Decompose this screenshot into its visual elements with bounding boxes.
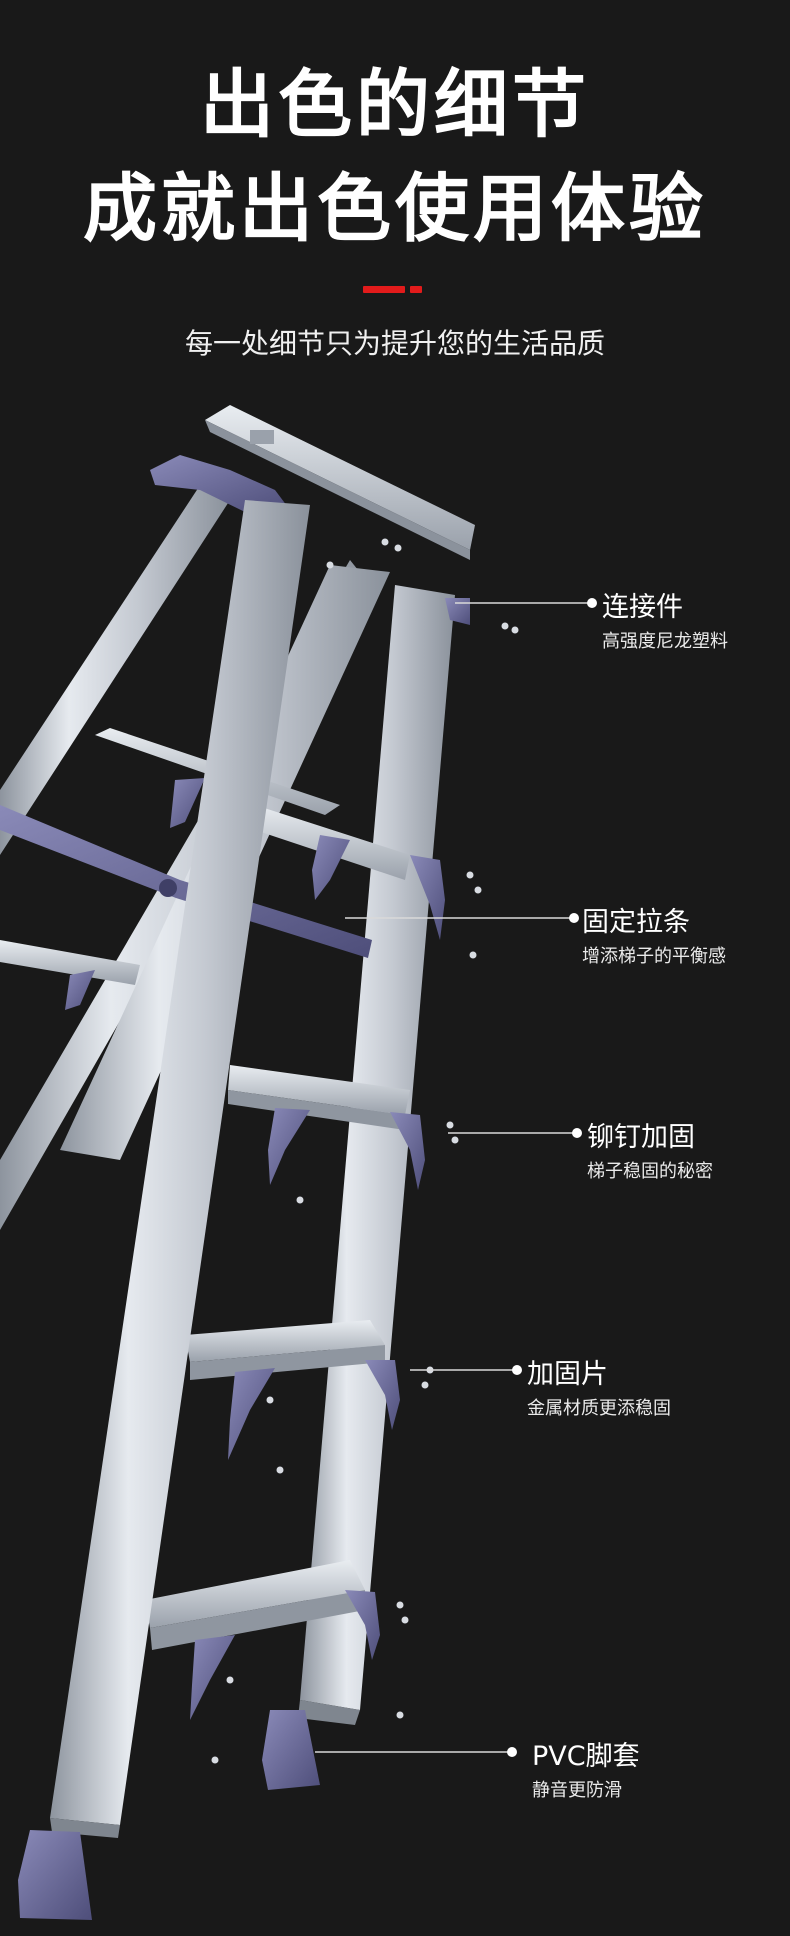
callout-dots bbox=[507, 598, 597, 1757]
top-cap-platform bbox=[205, 405, 475, 560]
fixing-brace bbox=[0, 805, 372, 958]
callout-foot-title: PVC脚套 bbox=[532, 1741, 640, 1772]
step-3 bbox=[185, 1320, 385, 1380]
callout-brace-title: 固定拉条 bbox=[582, 907, 690, 938]
accent-bar bbox=[363, 286, 405, 293]
callout-connector-desc: 高强度尼龙塑料 bbox=[602, 631, 728, 652]
subtitle: 每一处细节只为提升您的生活品质 bbox=[184, 327, 605, 360]
top-connector bbox=[150, 455, 470, 625]
callout-connector-title: 连接件 bbox=[602, 592, 683, 623]
pvc-foot-cover-right bbox=[262, 1710, 320, 1790]
callout-plate-desc: 金属材质更添稳固 bbox=[527, 1398, 671, 1419]
callout-brace-desc: 增添梯子的平衡感 bbox=[582, 946, 726, 967]
callout-leaders bbox=[315, 602, 590, 1753]
headline-line-2: 成就出色使用体验 bbox=[83, 166, 707, 252]
accent-dot bbox=[410, 286, 422, 293]
rivets bbox=[211, 538, 519, 1764]
callout-plate-title: 加固片 bbox=[527, 1359, 608, 1390]
back-leg-right bbox=[298, 585, 455, 1725]
pvc-foot-cover-left bbox=[18, 1830, 92, 1920]
reinforcement-brackets bbox=[65, 778, 445, 1720]
callout-rivet-title: 铆钉加固 bbox=[587, 1122, 695, 1153]
headline-line-1: 出色的细节 bbox=[200, 62, 590, 148]
callout-foot-desc: 静音更防滑 bbox=[532, 1780, 622, 1801]
step-2 bbox=[0, 940, 410, 1130]
step-4 bbox=[145, 1560, 365, 1650]
callout-rivet-desc: 梯子稳固的秘密 bbox=[587, 1161, 713, 1182]
